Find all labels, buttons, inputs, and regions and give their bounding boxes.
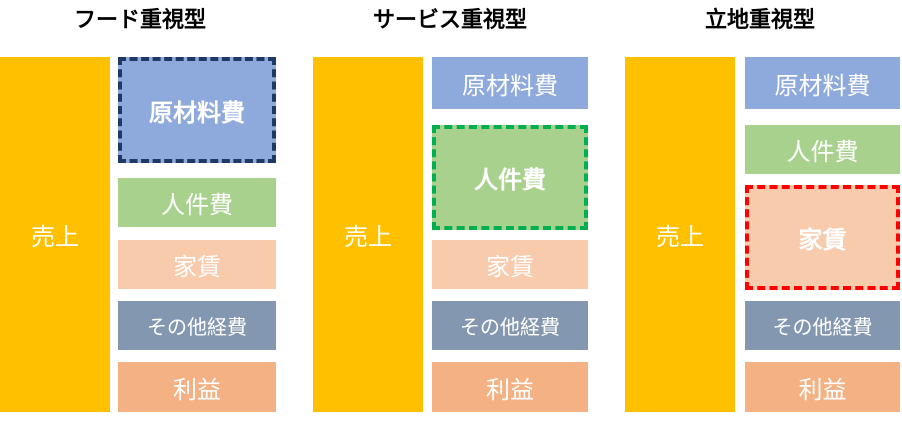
panel-title: サービス重視型	[372, 8, 527, 33]
panel-title: フード重視型	[73, 8, 206, 33]
other-expenses-box: その他経費	[745, 301, 900, 350]
other-expenses-box: その他経費	[432, 301, 588, 350]
profit-box: 利益	[432, 362, 588, 412]
rent-box: 家賃	[745, 185, 900, 290]
other-expenses-box: その他経費	[118, 301, 276, 350]
rent-box: 家賃	[118, 240, 276, 289]
material-cost-box: 原材料費	[745, 57, 900, 109]
labor-cost-box: 人件費	[432, 125, 588, 230]
rent-box: 家賃	[432, 240, 588, 289]
panel-title: 立地重視型	[704, 8, 815, 33]
sales-bar: 売上	[0, 57, 110, 412]
labor-cost-box: 人件費	[118, 178, 276, 227]
profit-box: 利益	[745, 362, 900, 412]
sales-bar: 売上	[313, 57, 423, 412]
labor-cost-box: 人件費	[745, 125, 900, 174]
material-cost-box: 原材料費	[118, 57, 276, 163]
material-cost-box: 原材料費	[432, 57, 588, 109]
sales-bar: 売上	[625, 57, 735, 412]
profit-box: 利益	[118, 362, 276, 412]
